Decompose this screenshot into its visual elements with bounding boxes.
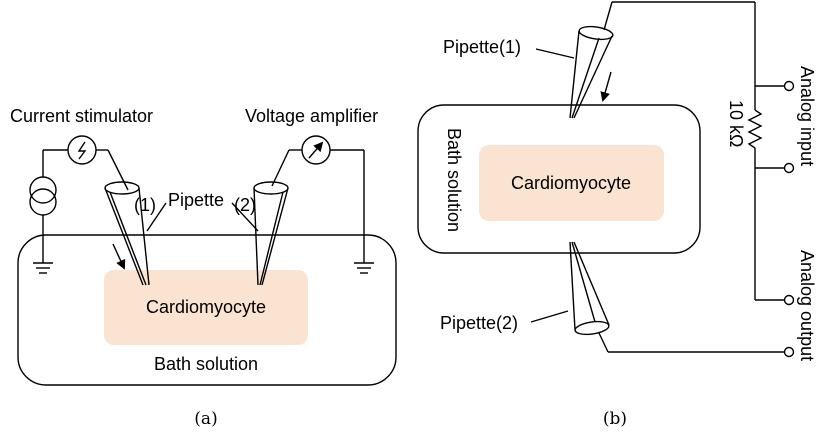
analog-output-terminal-2 xyxy=(783,346,795,358)
analog-input-terminal-2 xyxy=(783,162,795,174)
pipette-2-label-b: Pipette(2) xyxy=(440,313,518,333)
pipette-1-a xyxy=(104,181,150,286)
voltmeter-icon xyxy=(301,135,331,165)
panel-b: Cardiomyocyte Bath solution Pipette(1) P… xyxy=(417,1,817,429)
caption-b: (b) xyxy=(603,409,627,429)
cardiomyocyte-cell-a xyxy=(104,270,308,345)
bath-solution-label-b: Bath solution xyxy=(444,128,464,232)
cardiomyocyte-label-b: Cardiomyocyte xyxy=(511,173,631,193)
ground-icon-right xyxy=(354,262,374,274)
bath-chamber-a xyxy=(17,234,397,386)
resistor-value-label: 10 kΩ xyxy=(726,100,746,147)
current-direction-arrow-a xyxy=(112,243,126,270)
pipette-1-marker: (1) xyxy=(134,195,156,215)
analog-input-label: Analog input xyxy=(797,66,817,166)
ground-icon-left xyxy=(33,262,53,274)
pipette-2-marker: (2) xyxy=(234,195,256,215)
pipette-1-label-b: Pipette(1) xyxy=(443,37,521,57)
analog-input-terminal-1 xyxy=(783,80,795,92)
voltage-amplifier-label: Voltage amplifier xyxy=(245,106,378,126)
current-stimulator-label: Current stimulator xyxy=(10,106,153,126)
analog-output-label: Analog output xyxy=(797,250,817,361)
current-direction-arrow-b xyxy=(600,71,612,102)
pipette-label-a: Pipette xyxy=(168,190,224,210)
lightning-stimulator-icon xyxy=(67,135,97,165)
pipette-2-b xyxy=(569,241,610,336)
caption-a: (a) xyxy=(194,409,217,429)
analog-output-terminal-1 xyxy=(783,294,795,306)
pipette-2-a xyxy=(253,181,289,286)
current-source-icon xyxy=(29,176,57,216)
resistor-icon xyxy=(747,109,763,149)
bath-chamber-b xyxy=(417,104,701,254)
pipette-1-b xyxy=(569,25,614,119)
cardiomyocyte-cell-b xyxy=(479,145,664,221)
cardiomyocyte-label-a: Cardiomyocyte xyxy=(146,297,266,317)
panel-a: Cardiomyocyte Bath solution Current stim… xyxy=(10,106,397,429)
bath-solution-label-a: Bath solution xyxy=(154,354,258,374)
